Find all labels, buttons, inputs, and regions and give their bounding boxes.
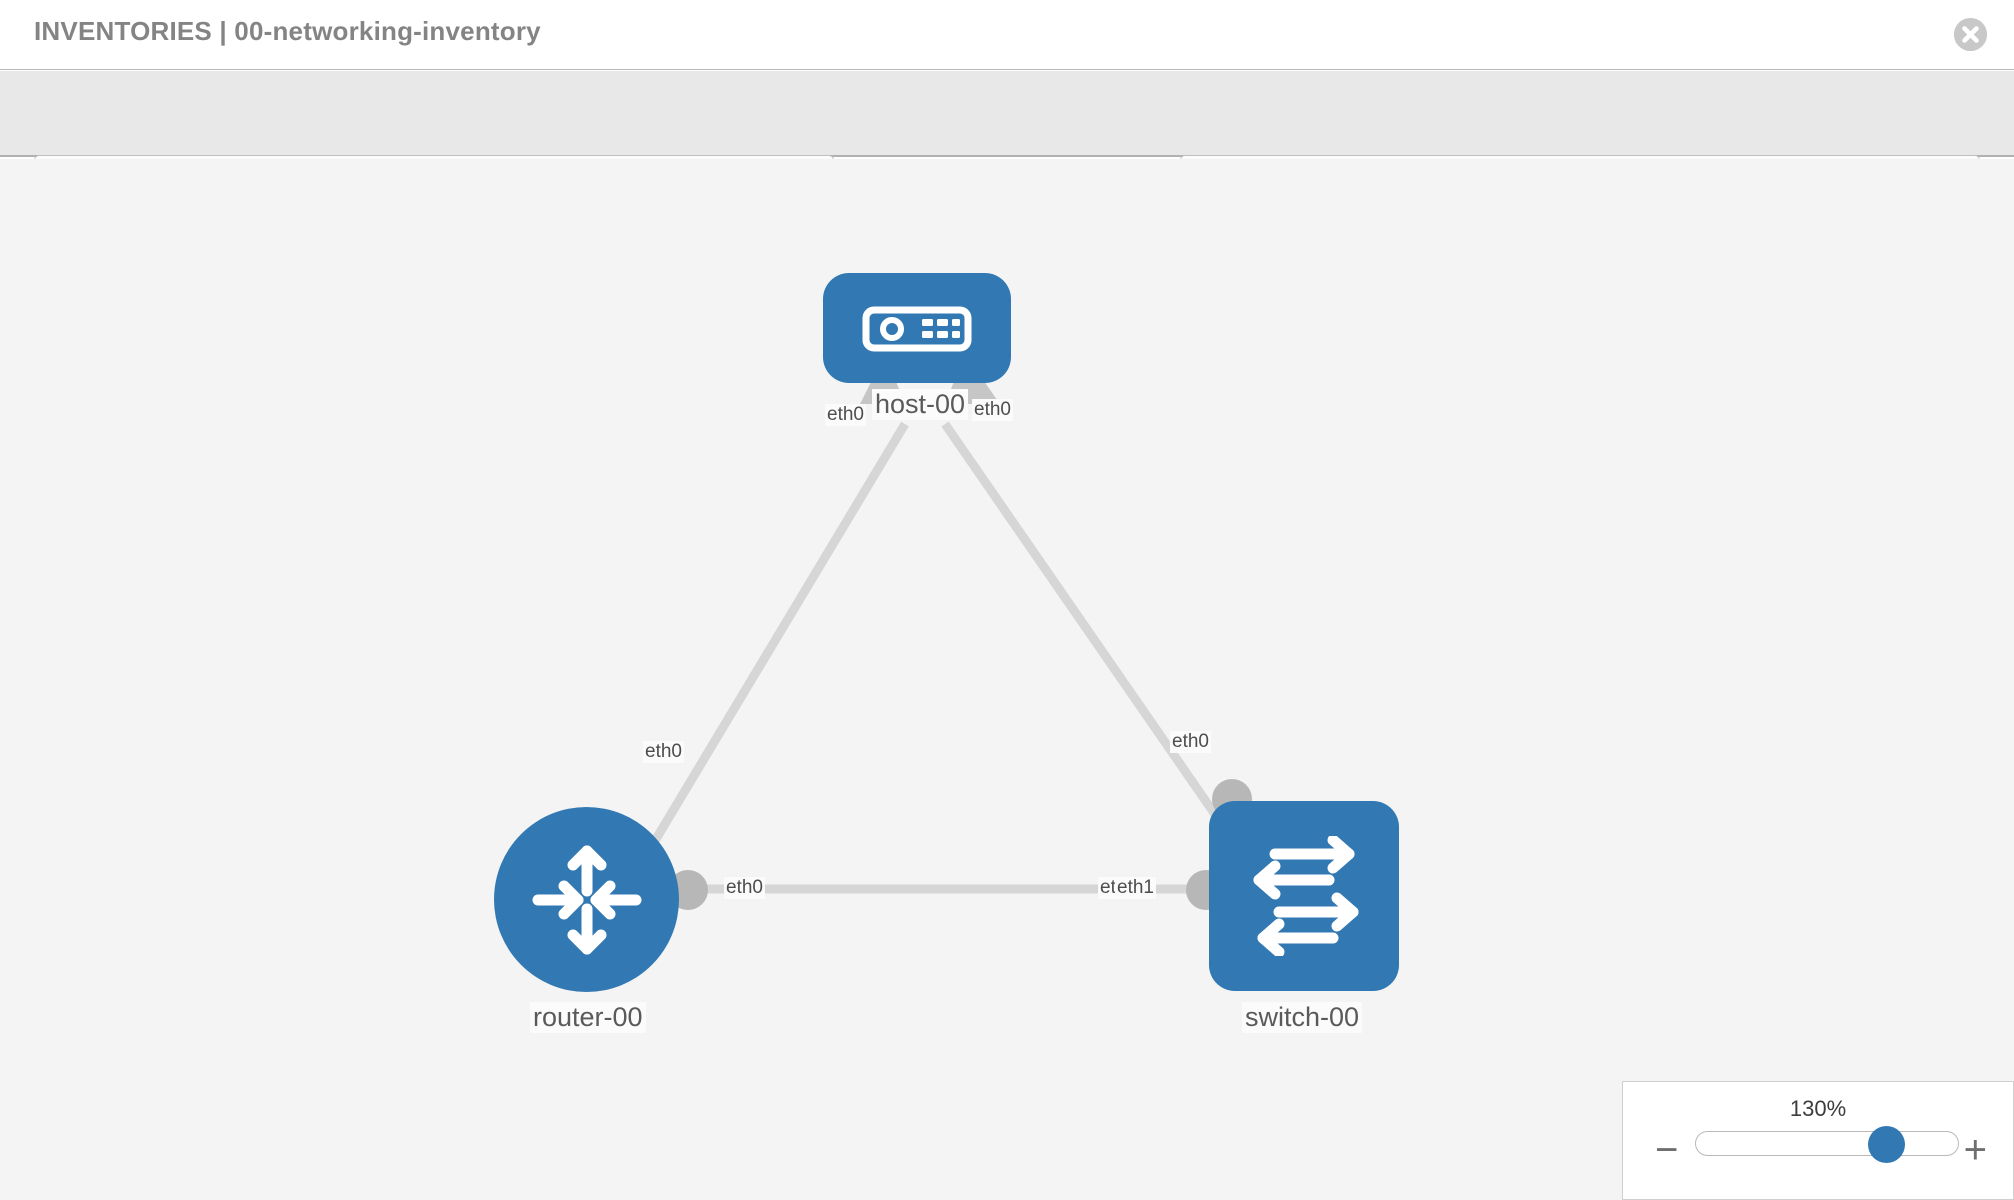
zoom-level-value: 130%: [1789, 1096, 1847, 1121]
link-label-host-right: eth0: [972, 399, 1013, 421]
node-host-00[interactable]: [823, 273, 1011, 383]
zoom-in-button[interactable]: +: [1963, 1128, 1987, 1172]
node-switch-00[interactable]: [1209, 801, 1399, 991]
server-appliance-icon: [862, 306, 972, 352]
topology-canvas[interactable]: host-00 eth0 eth0: [0, 159, 2014, 1200]
link-label-host-left: eth0: [825, 404, 866, 426]
zoom-out-button[interactable]: −: [1655, 1128, 1679, 1172]
zoom-slider-thumb[interactable]: [1868, 1126, 1905, 1163]
page-header: INVENTORIES | 00-networking-inventory: [0, 0, 2014, 70]
node-router-00[interactable]: [494, 807, 679, 992]
page-title: INVENTORIES | 00-networking-inventory: [34, 16, 541, 46]
node-label-host-00: host-00: [872, 389, 969, 420]
router-arrows-icon: [532, 845, 641, 954]
close-icon[interactable]: [1954, 18, 1987, 51]
link-label-switch-up: eth0: [1170, 731, 1211, 753]
zoom-slider[interactable]: [1695, 1126, 1959, 1163]
node-label-switch-00: switch-00: [1242, 1002, 1363, 1033]
link-label-router-east: eth0: [724, 877, 765, 899]
node-label-router-00: router-00: [530, 1002, 646, 1033]
link-label-switch-west-b: eth1: [1115, 877, 1156, 899]
zoom-control-panel: 130% − +: [1622, 1081, 2014, 1200]
link-label-router-up: eth0: [643, 741, 684, 763]
switch-arrows-icon: [1253, 836, 1359, 956]
toolbar: ACTIONS SEARCH: [0, 71, 2014, 211]
